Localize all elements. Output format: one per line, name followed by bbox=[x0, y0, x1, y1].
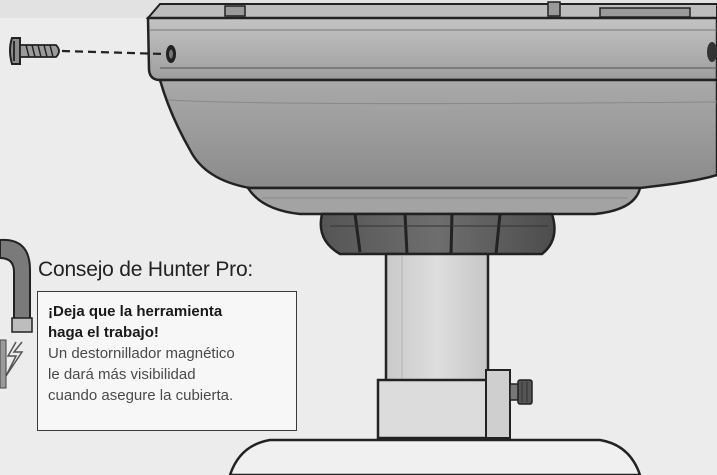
tip-title: Consejo de Hunter Pro: bbox=[38, 258, 254, 281]
mounting-bracket bbox=[376, 369, 533, 440]
screw-icon bbox=[9, 37, 60, 65]
housing-rim bbox=[146, 16, 717, 82]
canopy bbox=[228, 438, 642, 475]
motor-collar bbox=[319, 212, 556, 256]
downrod bbox=[384, 252, 490, 384]
magnet-icon bbox=[0, 238, 33, 389]
housing-bowl bbox=[158, 78, 717, 216]
tip-box: ¡Deja que la herramienta haga el trabajo… bbox=[37, 291, 297, 431]
housing-top-plate bbox=[145, 1, 717, 19]
tip-heading: ¡Deja que la herramienta haga el trabajo… bbox=[48, 303, 223, 341]
insertion-guide-line bbox=[61, 49, 165, 56]
tip-body: Un destornillador magnético le dará más … bbox=[48, 345, 235, 404]
